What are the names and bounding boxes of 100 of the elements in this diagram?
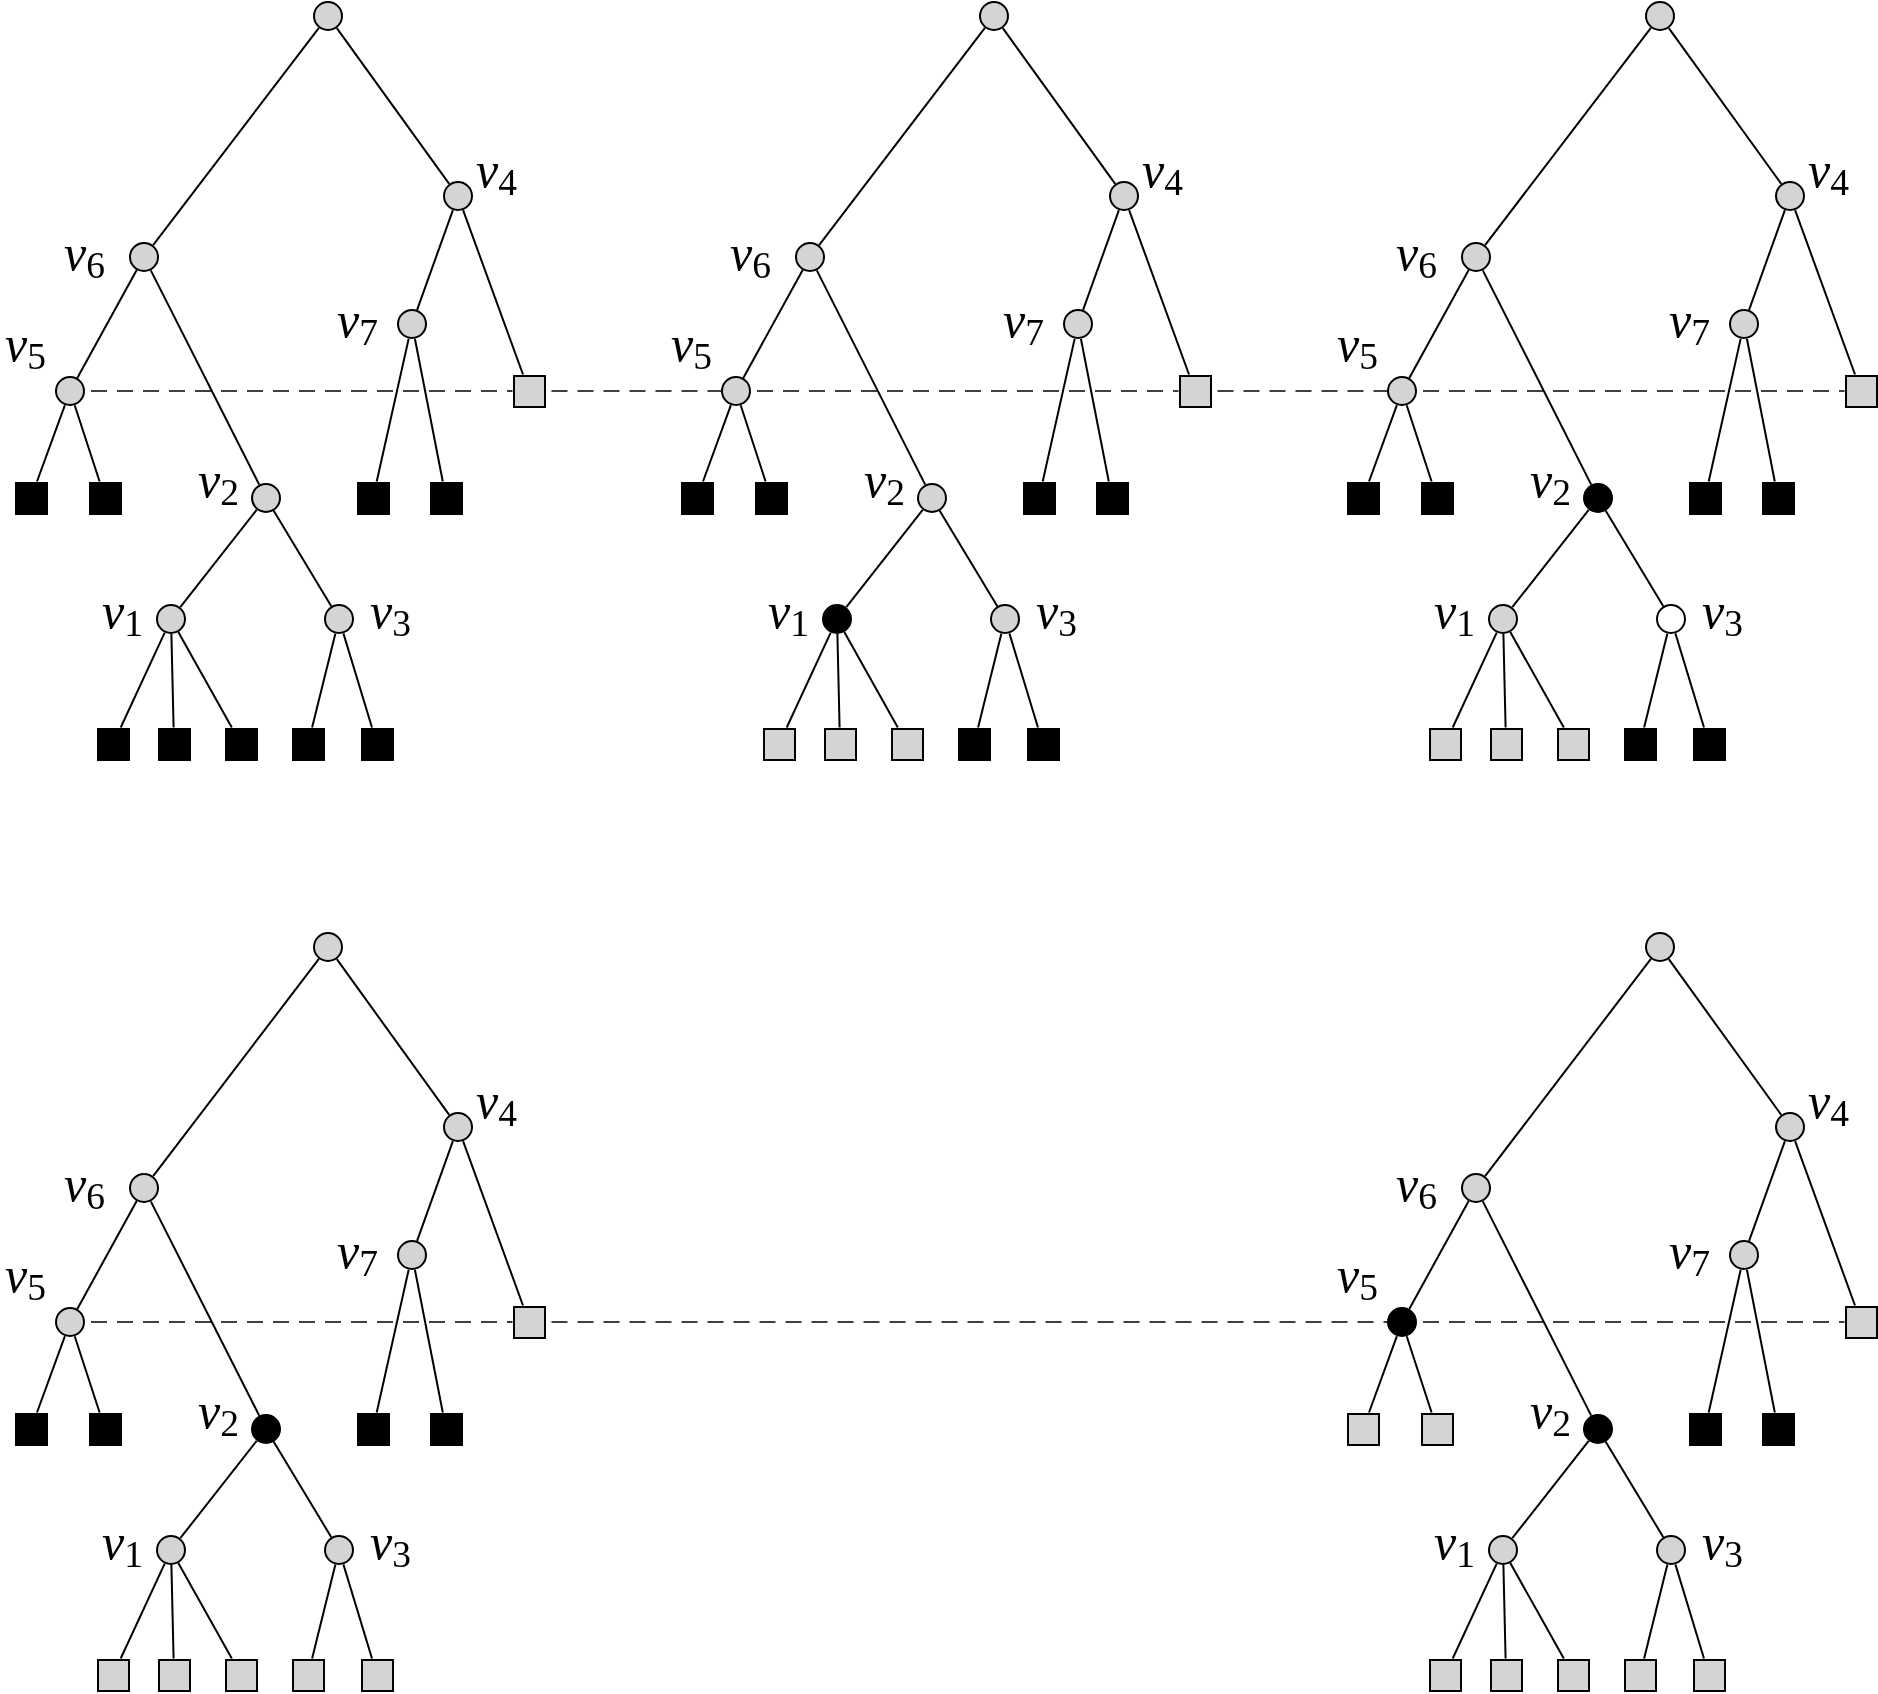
circle-node [251,1414,281,1444]
circle-node [313,1,343,31]
tree-edge [342,1563,373,1660]
circle-node [795,242,825,272]
tree-edge [76,1200,138,1310]
square-leaf [1692,1658,1726,1692]
tree-edge [1001,27,1117,185]
square-leaf [823,727,857,761]
tree-edge [1643,1563,1669,1660]
square-leaf [754,481,788,515]
circle-node [979,1,1009,31]
tree-edge [702,404,732,483]
tree-edge [1481,269,1593,486]
tree-edge [1674,1563,1705,1660]
circle-node [55,1307,85,1337]
node-label: v$_{6}$ [1396,1170,1437,1212]
circle-node [1656,604,1686,634]
tree-edge [1511,1439,1590,1540]
square-leaf [356,1412,390,1446]
tree-edge [1008,632,1039,729]
node-label: v$_{6}$ [64,1170,105,1212]
tree-edge [938,509,999,608]
node-label: v$_{5}$ [5,1261,46,1303]
node-label: v$_{6}$ [730,239,771,281]
node-label: v$_{3}$ [370,1528,411,1570]
node-label: v$_{1}$ [102,1528,143,1570]
circle-node [1387,1307,1417,1337]
circle-node [397,1240,427,1270]
tree-edge [36,404,66,483]
square-leaf [1556,1658,1590,1692]
square-leaf [1022,481,1056,515]
tree-edge [815,269,927,486]
tree-edge [177,1562,233,1660]
square-leaf [762,727,796,761]
tree-edge [76,269,138,379]
tree-edge [413,1268,444,1414]
tree-edge [1408,269,1470,379]
tree-edge [1079,337,1110,483]
circle-node [1729,309,1759,339]
square-leaf [1489,727,1523,761]
node-label: v$_{4}$ [476,1087,517,1129]
tree-edge [335,27,451,185]
square-leaf [512,374,546,408]
node-label: v$_{3}$ [1702,597,1743,639]
tree-edge [177,631,233,729]
square-leaf [680,481,714,515]
node-label: v$_{7}$ [1669,1237,1710,1279]
tree-edge [416,1140,454,1242]
circle-node [129,242,159,272]
tree-edge [462,209,524,376]
square-leaf [1688,1412,1722,1446]
node-label: v$_{7}$ [337,306,378,348]
square-leaf [1178,374,1212,408]
node-label: v$_{7}$ [337,1237,378,1279]
circle-node [1488,1535,1518,1565]
tree-edge [342,632,373,729]
node-label: v$_{1}$ [1434,1528,1475,1570]
square-leaf [1420,1412,1454,1446]
node-label: v$_{2}$ [1530,1397,1571,1439]
square-leaf [1346,481,1380,515]
square-leaf [1489,1658,1523,1692]
circle-node [1775,181,1805,211]
node-label: v$_{1}$ [768,597,809,639]
circle-node [55,376,85,406]
tree-edge [977,632,1003,729]
tree-edge [413,337,444,483]
tree-edge [785,631,832,729]
tree-edge [149,269,261,486]
square-leaf [429,481,463,515]
square-leaf [512,1305,546,1339]
circle-node [324,604,354,634]
tree-edge [311,632,337,729]
tree-edge [1408,1200,1470,1310]
node-label: v$_{5}$ [671,330,712,372]
tree-edge [311,1563,337,1660]
node-label: v$_{1}$ [102,597,143,639]
tree-edge [1745,337,1776,483]
node-label: v$_{4}$ [1142,156,1183,198]
tree-edge [152,26,320,247]
square-leaf [1556,727,1590,761]
tree-edge [1041,337,1076,483]
tree-edge [149,1200,261,1417]
square-leaf [1761,1412,1795,1446]
circle-node [1583,1414,1613,1444]
square-leaf [88,1412,122,1446]
circle-node [1109,181,1139,211]
tree-edge [272,509,333,608]
circle-node [1461,242,1491,272]
circle-node [443,181,473,211]
square-leaf [291,727,325,761]
tree-edge [845,508,924,609]
tree-edge [1667,27,1783,185]
square-leaf [157,727,191,761]
square-leaf [1346,1412,1380,1446]
node-label: v$_{1}$ [1434,597,1475,639]
tree-edge [272,1440,333,1539]
circle-node [1488,604,1518,634]
tree-edge [1405,1335,1433,1414]
tree-edge [1082,209,1120,311]
circle-node [990,604,1020,634]
